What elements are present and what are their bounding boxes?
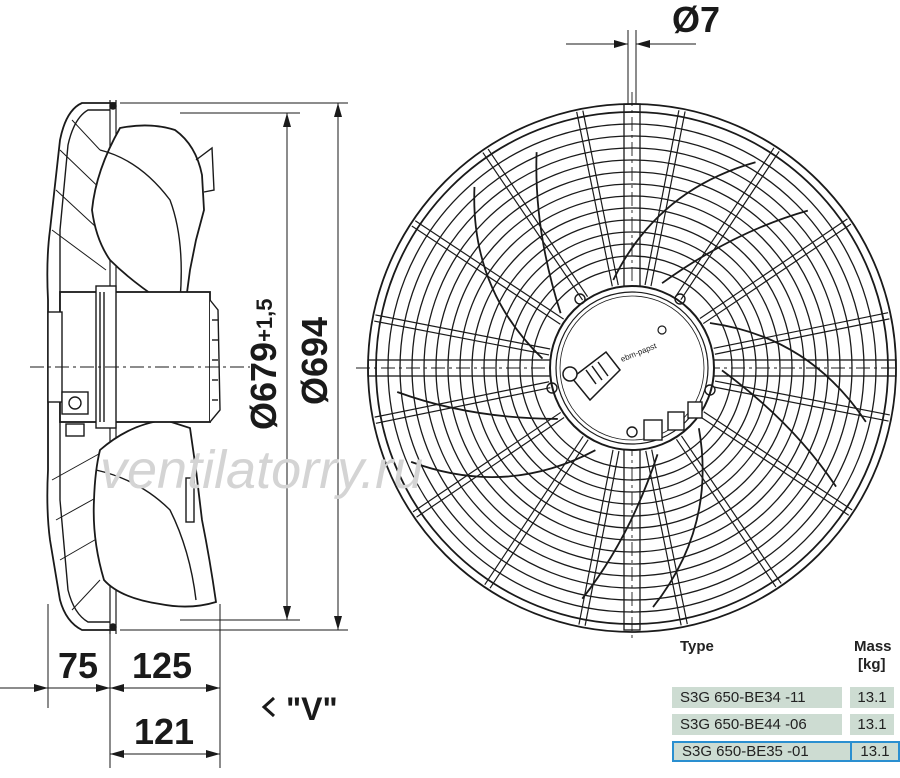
mount-screw (674, 293, 686, 305)
table-row-type: S3G 650-BE34 -11 (672, 687, 842, 708)
bolt-hole-label: Ø7 (672, 0, 720, 40)
cable-gland (61, 391, 89, 415)
guard-spoke (374, 320, 550, 356)
guard-spoke (482, 152, 584, 301)
view-label: "V" (286, 691, 338, 727)
mount-screw (574, 293, 586, 305)
table-row-mass: 13.1 (850, 687, 894, 708)
mount-screw (704, 384, 716, 396)
table-row-mass: 13.1 (850, 714, 894, 735)
guard-spoke (680, 150, 780, 300)
guard-spoke (416, 416, 565, 518)
blade-upper (91, 124, 205, 314)
guard-spoke (487, 148, 589, 298)
blade-contour (396, 391, 596, 478)
guard-spoke (582, 110, 619, 286)
dimension-arrows-side (34, 103, 342, 758)
watermark: ventilatorry.ru (100, 440, 423, 500)
guard-spoke (700, 416, 850, 516)
guard-spoke (713, 386, 889, 422)
guard-spoke (699, 218, 848, 320)
front-blades (396, 152, 867, 608)
guard-spoke (375, 387, 551, 424)
motor-hub: ebm-papst (546, 285, 716, 451)
depth-front-label: 75 (58, 645, 98, 686)
table-row-type: S3G 650-BE44 -06 (672, 714, 842, 735)
side-view (0, 100, 348, 768)
table-header-type: Type (680, 638, 714, 655)
mount-screw (626, 426, 638, 438)
guard-spoke (375, 314, 551, 350)
blade-lower-edge (95, 469, 197, 601)
bolt-hole-dimension (566, 30, 696, 104)
guard-spoke (374, 381, 550, 418)
blade-upper-edge (99, 149, 182, 301)
guard-spokes (374, 110, 890, 626)
guard-diameter-label: Ø694 (294, 317, 335, 405)
terminal-box (562, 350, 621, 402)
guard-spoke (650, 111, 686, 287)
depth-total-label: 125 (132, 645, 192, 686)
blade-contour (612, 161, 809, 284)
guard-spoke (651, 449, 688, 625)
guard-spoke (412, 411, 562, 513)
blade-contour (709, 322, 867, 488)
blade-contour (473, 152, 562, 360)
front-view: ebm-papst (356, 30, 898, 642)
table-header-mass: Mass (854, 638, 892, 655)
guard-spoke (702, 223, 852, 325)
guard-spoke (411, 225, 561, 325)
guard-spoke (713, 312, 889, 349)
guard-spoke (645, 450, 682, 626)
guard-spoke (644, 110, 680, 286)
guard-spoke (675, 438, 777, 588)
guard-spoke (675, 147, 775, 297)
guard-spoke (680, 435, 782, 584)
table-row-mass: 13.1 (850, 741, 900, 762)
depth-motor-label: 121 (134, 711, 194, 752)
guard-spoke (484, 436, 584, 586)
mount-screw (546, 382, 558, 394)
guard-struts (51, 119, 113, 611)
cable-glands (643, 401, 703, 441)
dimension-lines-side (0, 102, 348, 768)
guard-spoke (414, 220, 564, 320)
table-row-type: S3G 650-BE35 -01 (672, 741, 850, 762)
view-arrow-icon (261, 696, 276, 718)
guard-spoke (703, 411, 853, 511)
guard-spoke (576, 111, 613, 287)
table-header-mass-unit: [kg] (858, 656, 886, 673)
blade-diameter-label: Ø679+1,5 (243, 298, 284, 430)
guard-spoke (489, 439, 589, 589)
blade-contour (581, 428, 704, 608)
guard-spoke (584, 450, 620, 626)
guard-spoke (714, 318, 890, 355)
